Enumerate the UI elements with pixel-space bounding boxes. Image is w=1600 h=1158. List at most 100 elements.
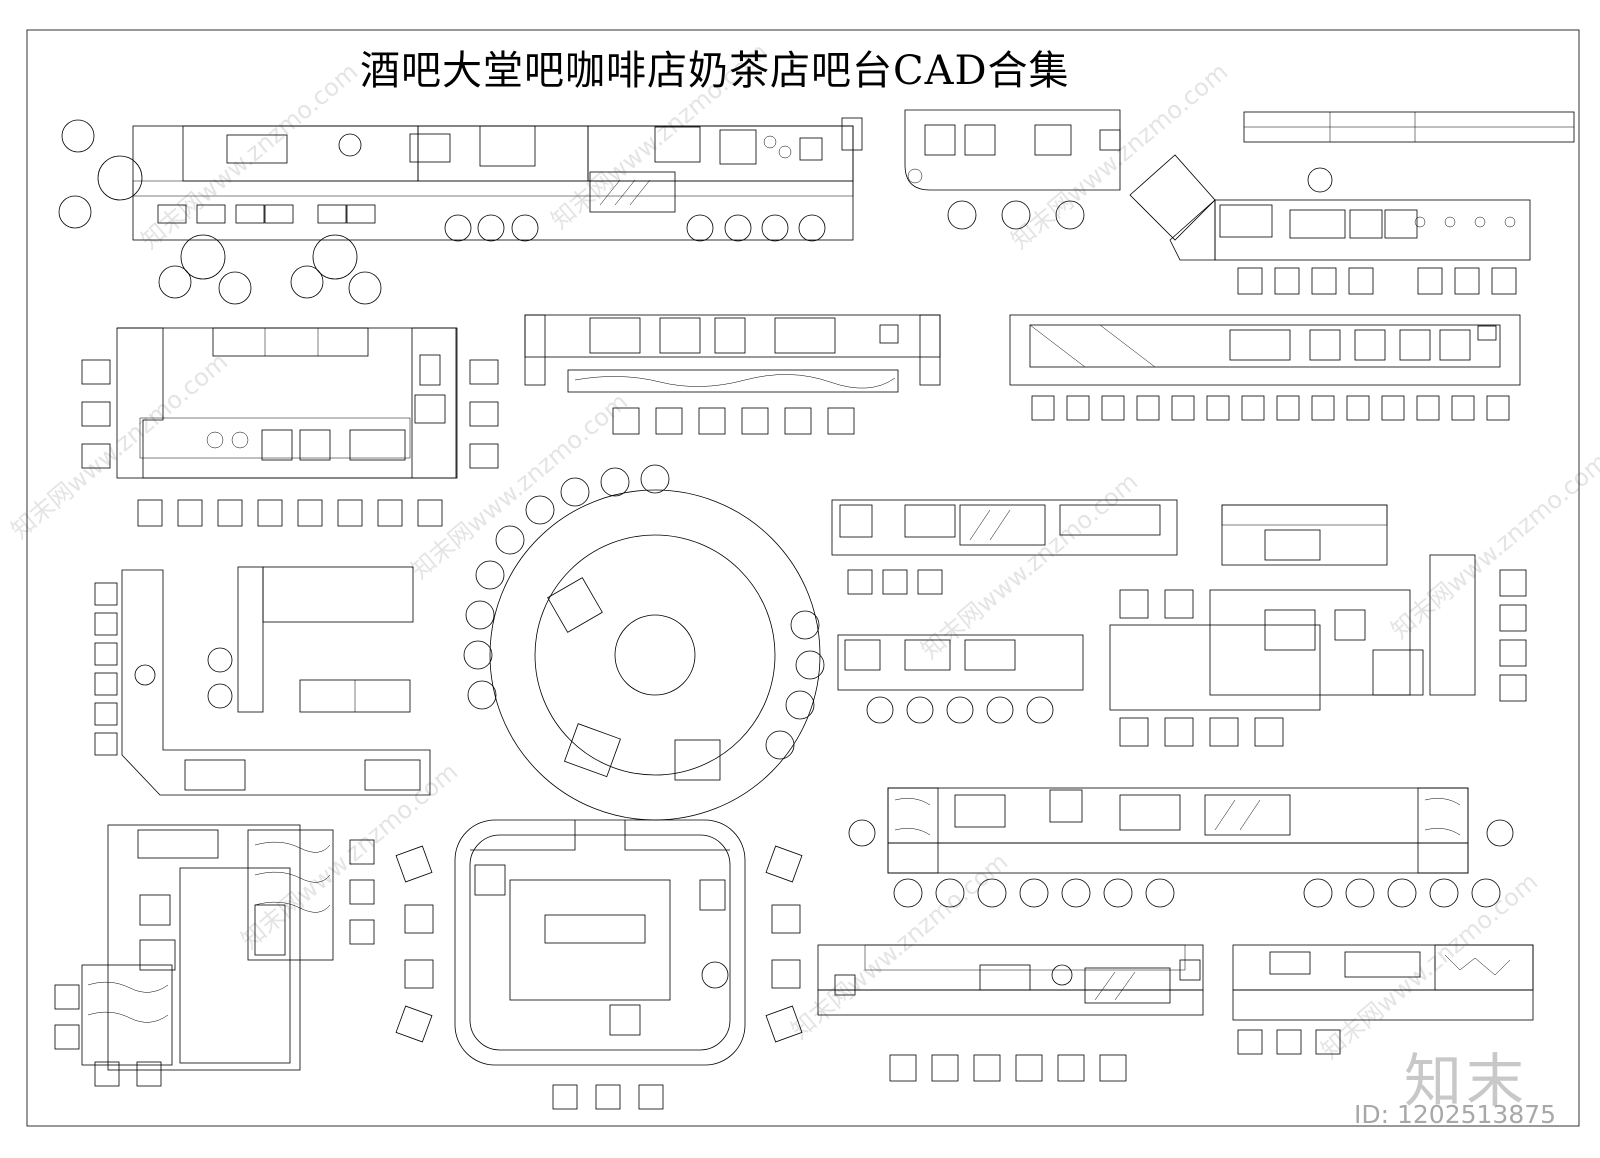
cad-linework bbox=[139, 417, 411, 459]
cad-linework bbox=[299, 429, 331, 461]
chair bbox=[404, 904, 434, 934]
swivel-chair bbox=[1429, 878, 1459, 908]
cad-linework bbox=[254, 901, 331, 913]
chair bbox=[94, 642, 118, 666]
stool bbox=[207, 683, 233, 709]
cad-linework bbox=[1119, 794, 1181, 831]
cad-linework bbox=[904, 504, 956, 538]
cad-linework bbox=[1349, 209, 1383, 239]
chair bbox=[931, 1054, 959, 1082]
armchair bbox=[218, 271, 252, 305]
chair bbox=[771, 904, 801, 934]
cad-linework bbox=[1444, 216, 1456, 228]
stool bbox=[560, 477, 590, 507]
cad-linework bbox=[1399, 329, 1431, 361]
stool bbox=[600, 467, 630, 497]
cad-linework bbox=[894, 798, 931, 806]
equipment bbox=[409, 133, 451, 163]
chair bbox=[137, 499, 163, 527]
chair bbox=[81, 359, 111, 385]
chair bbox=[417, 499, 443, 527]
stool bbox=[795, 650, 825, 680]
plan-small-rounded-bar bbox=[904, 109, 1121, 230]
chair bbox=[1274, 267, 1300, 295]
cad-linework bbox=[139, 894, 171, 926]
chair bbox=[1136, 395, 1160, 421]
front-counter bbox=[1232, 989, 1534, 1021]
stool bbox=[467, 680, 497, 710]
stool bbox=[640, 464, 670, 494]
stool bbox=[761, 214, 789, 242]
cad-linework bbox=[1264, 529, 1321, 561]
chair bbox=[94, 612, 118, 636]
plan-circular-bar bbox=[463, 464, 825, 821]
armchair bbox=[58, 195, 92, 229]
display-case bbox=[1204, 794, 1291, 836]
cad-linework bbox=[563, 723, 621, 778]
swivel-chair bbox=[1303, 878, 1333, 908]
cad-linework bbox=[179, 867, 291, 1064]
chair bbox=[337, 499, 363, 527]
island-counter bbox=[237, 566, 264, 713]
cad-linework bbox=[1372, 649, 1424, 696]
chair bbox=[612, 407, 640, 435]
chair bbox=[1237, 1029, 1263, 1055]
watermark: 知末网www.znzmo.com bbox=[406, 388, 633, 585]
chair bbox=[349, 839, 375, 865]
front-counter bbox=[887, 842, 1469, 874]
outer-ring bbox=[489, 489, 821, 821]
chair bbox=[1381, 395, 1405, 421]
display-case bbox=[959, 504, 1046, 546]
chair bbox=[377, 499, 403, 527]
cad-linework bbox=[1429, 554, 1476, 696]
swivel-chair bbox=[893, 878, 923, 908]
cad-linework bbox=[364, 759, 421, 791]
chair bbox=[882, 569, 908, 595]
stool bbox=[525, 495, 555, 525]
stool bbox=[986, 696, 1014, 724]
cad-linework bbox=[964, 639, 1016, 671]
chair bbox=[827, 407, 855, 435]
cad-linework bbox=[1264, 609, 1316, 651]
image-id: ID: 1202513875 bbox=[1354, 1100, 1557, 1129]
stool bbox=[465, 600, 495, 630]
chair bbox=[349, 919, 375, 945]
back-counter bbox=[837, 634, 1084, 691]
chair bbox=[1416, 395, 1440, 421]
chair bbox=[1015, 1054, 1043, 1082]
center-island bbox=[614, 614, 696, 696]
chair bbox=[94, 1061, 120, 1087]
cad-linework bbox=[1221, 504, 1388, 526]
cad-linework bbox=[1109, 624, 1321, 711]
grill bbox=[654, 126, 701, 163]
stool bbox=[798, 214, 826, 242]
wood-end bbox=[1417, 787, 1469, 874]
chair bbox=[1491, 267, 1517, 295]
cad-linework bbox=[1334, 609, 1366, 641]
cad-linework bbox=[614, 179, 636, 206]
cad-linework bbox=[1179, 959, 1201, 981]
swivel-chair bbox=[1486, 819, 1514, 847]
wood-end bbox=[887, 787, 939, 874]
chair bbox=[217, 499, 243, 527]
cad-linework bbox=[474, 864, 506, 896]
swivel-chair bbox=[1345, 878, 1375, 908]
chair bbox=[94, 702, 118, 726]
plan-u-shaped-bar bbox=[81, 327, 499, 527]
cad-linework bbox=[904, 639, 951, 671]
chair bbox=[1099, 1054, 1127, 1082]
stool bbox=[765, 730, 795, 760]
cad-linework bbox=[964, 124, 996, 156]
cad-linework bbox=[699, 879, 726, 911]
chair bbox=[136, 1061, 162, 1087]
stool bbox=[1055, 200, 1085, 230]
cad-linework bbox=[254, 841, 331, 853]
cad-linework bbox=[714, 317, 746, 354]
inner-ring bbox=[534, 534, 776, 776]
stool bbox=[207, 647, 233, 673]
chair bbox=[1119, 717, 1149, 747]
cad-linework bbox=[1269, 951, 1311, 975]
cad-linework bbox=[184, 759, 246, 791]
cad-linework bbox=[1474, 216, 1486, 228]
